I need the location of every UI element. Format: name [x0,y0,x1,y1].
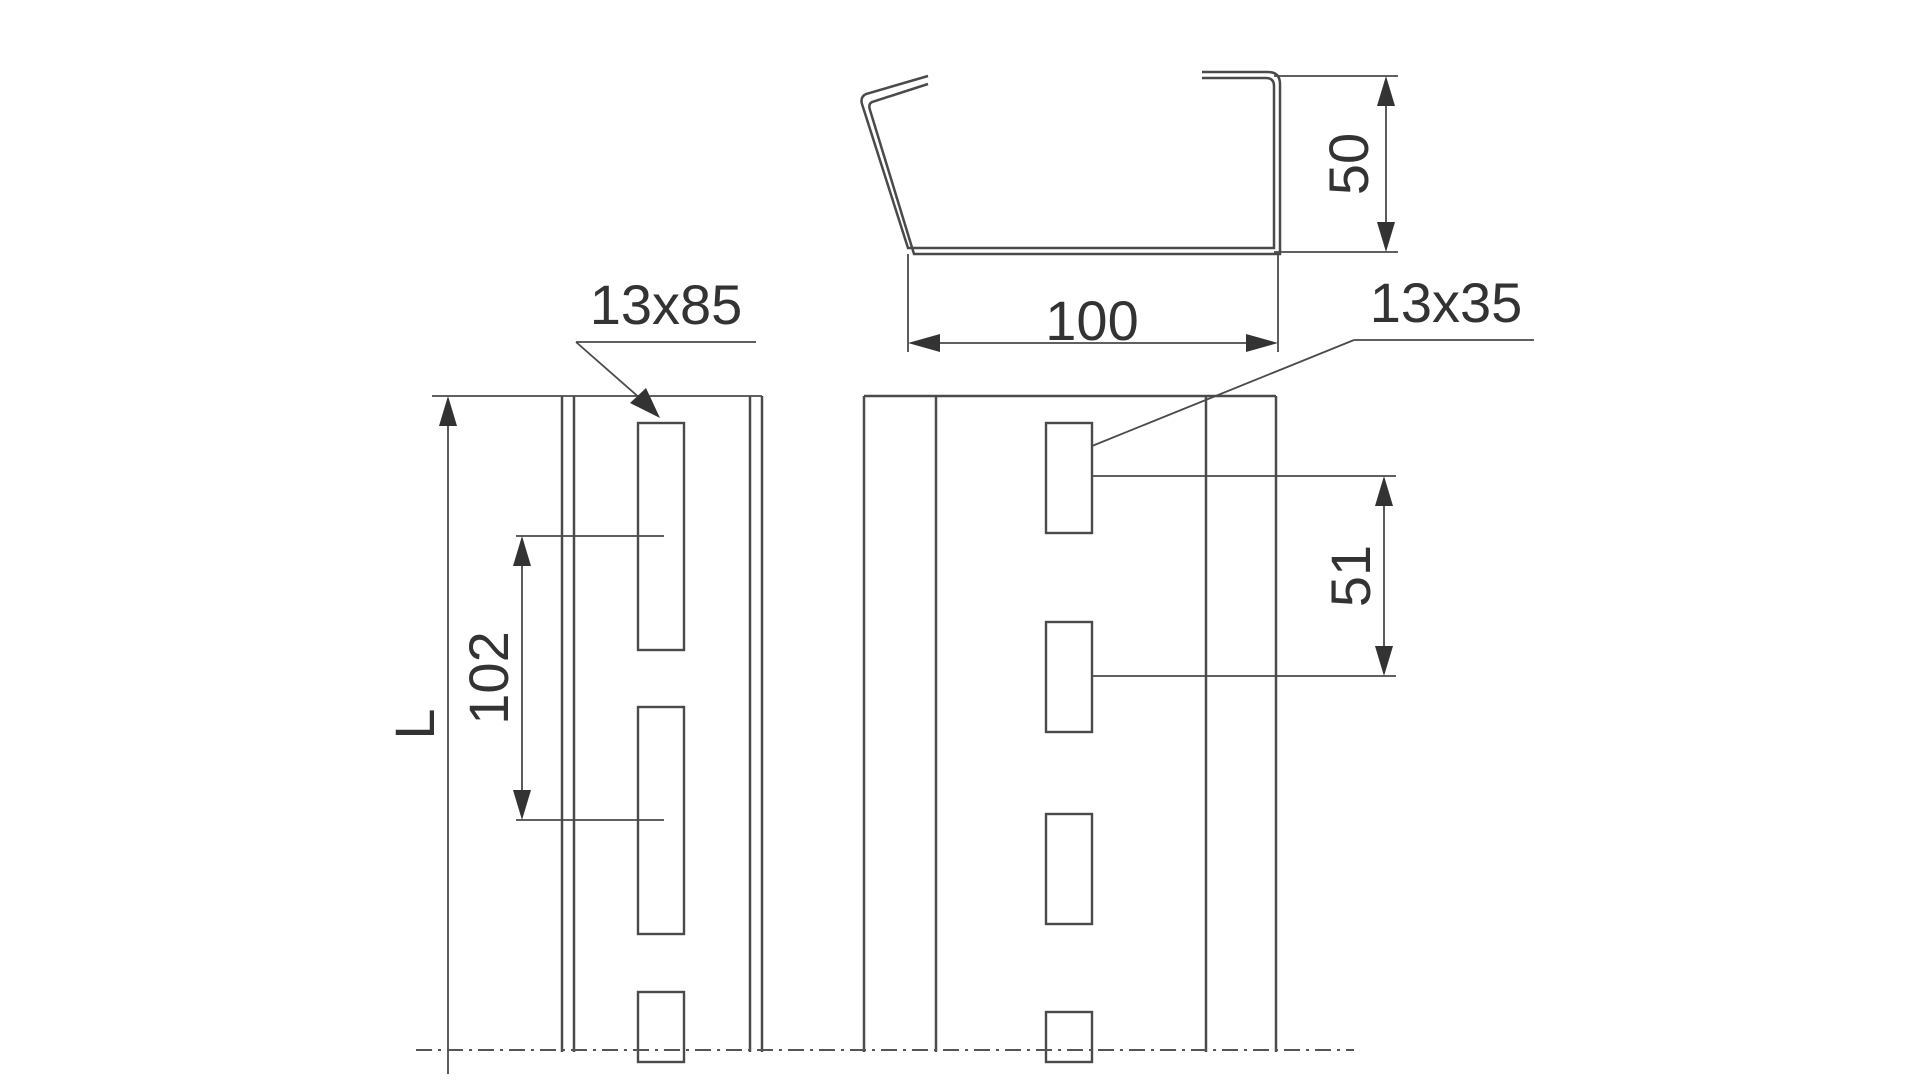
profile-inner-line [868,70,1282,256]
length-label: L [383,708,446,739]
profile-outer-line [860,74,1276,250]
width-dimension-label: 100 [1045,289,1138,352]
base-slot [1044,812,1094,926]
base-pitch-dimension: 51 [1092,475,1396,677]
base-slot-label: 13x35 [1370,271,1523,334]
side-slot-callout: 13x85 [575,273,756,418]
base-slot [1044,620,1094,734]
base-view [862,394,1278,1064]
side-slot-label: 13x85 [590,273,743,336]
height-dimension: 50 [1274,75,1398,253]
height-dimension-label: 50 [1317,133,1380,195]
base-slot [1044,421,1094,535]
base-slot [1044,1010,1094,1064]
tray-profile [860,70,1282,256]
width-dimension: 100 [907,254,1279,352]
side-pitch-dimension: 102 [457,535,664,821]
base-pitch-label: 51 [1319,545,1382,607]
side-wall-view [432,395,764,1064]
side-pitch-label: 102 [457,631,520,724]
length-dimension: L [383,396,457,1074]
base-slot-callout: 13x35 [1091,271,1534,447]
side-slot [636,990,686,1064]
